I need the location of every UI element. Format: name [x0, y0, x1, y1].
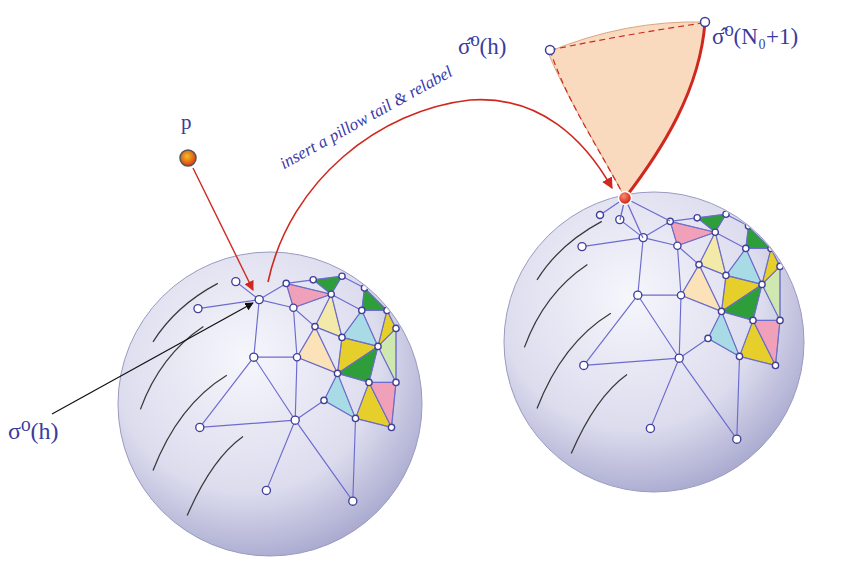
pillow-edge — [625, 22, 705, 198]
point-label: p — [181, 110, 192, 134]
sphere — [118, 252, 422, 556]
mesh-edge — [600, 198, 670, 238]
leader-arrow — [52, 303, 253, 414]
sphere — [504, 192, 804, 492]
mesh-vertex — [597, 212, 604, 219]
marked-vertex — [619, 192, 632, 205]
sphere-mesh — [140, 273, 399, 516]
pillow-vertex — [701, 18, 710, 27]
sphere-mesh — [524, 211, 783, 454]
pillow-edge-dashed — [550, 50, 625, 198]
relabel-arrow — [268, 100, 612, 282]
vertex-label: σ⁰(h) — [8, 418, 59, 446]
sphere-mesh — [140, 273, 399, 516]
vertex-label: σ̂⁰(h) — [458, 34, 506, 60]
pillow-tail — [548, 22, 705, 198]
pillow-edge-dashed — [550, 23, 703, 50]
point-p — [180, 150, 196, 166]
insert-arrow — [193, 168, 253, 290]
operation-label: insert a pillow tail & relabel — [276, 62, 456, 173]
pillow-vertex — [546, 46, 555, 55]
sphere-mesh — [524, 211, 783, 454]
vertex-label: σ̂⁰(N₀+1) — [712, 24, 798, 50]
